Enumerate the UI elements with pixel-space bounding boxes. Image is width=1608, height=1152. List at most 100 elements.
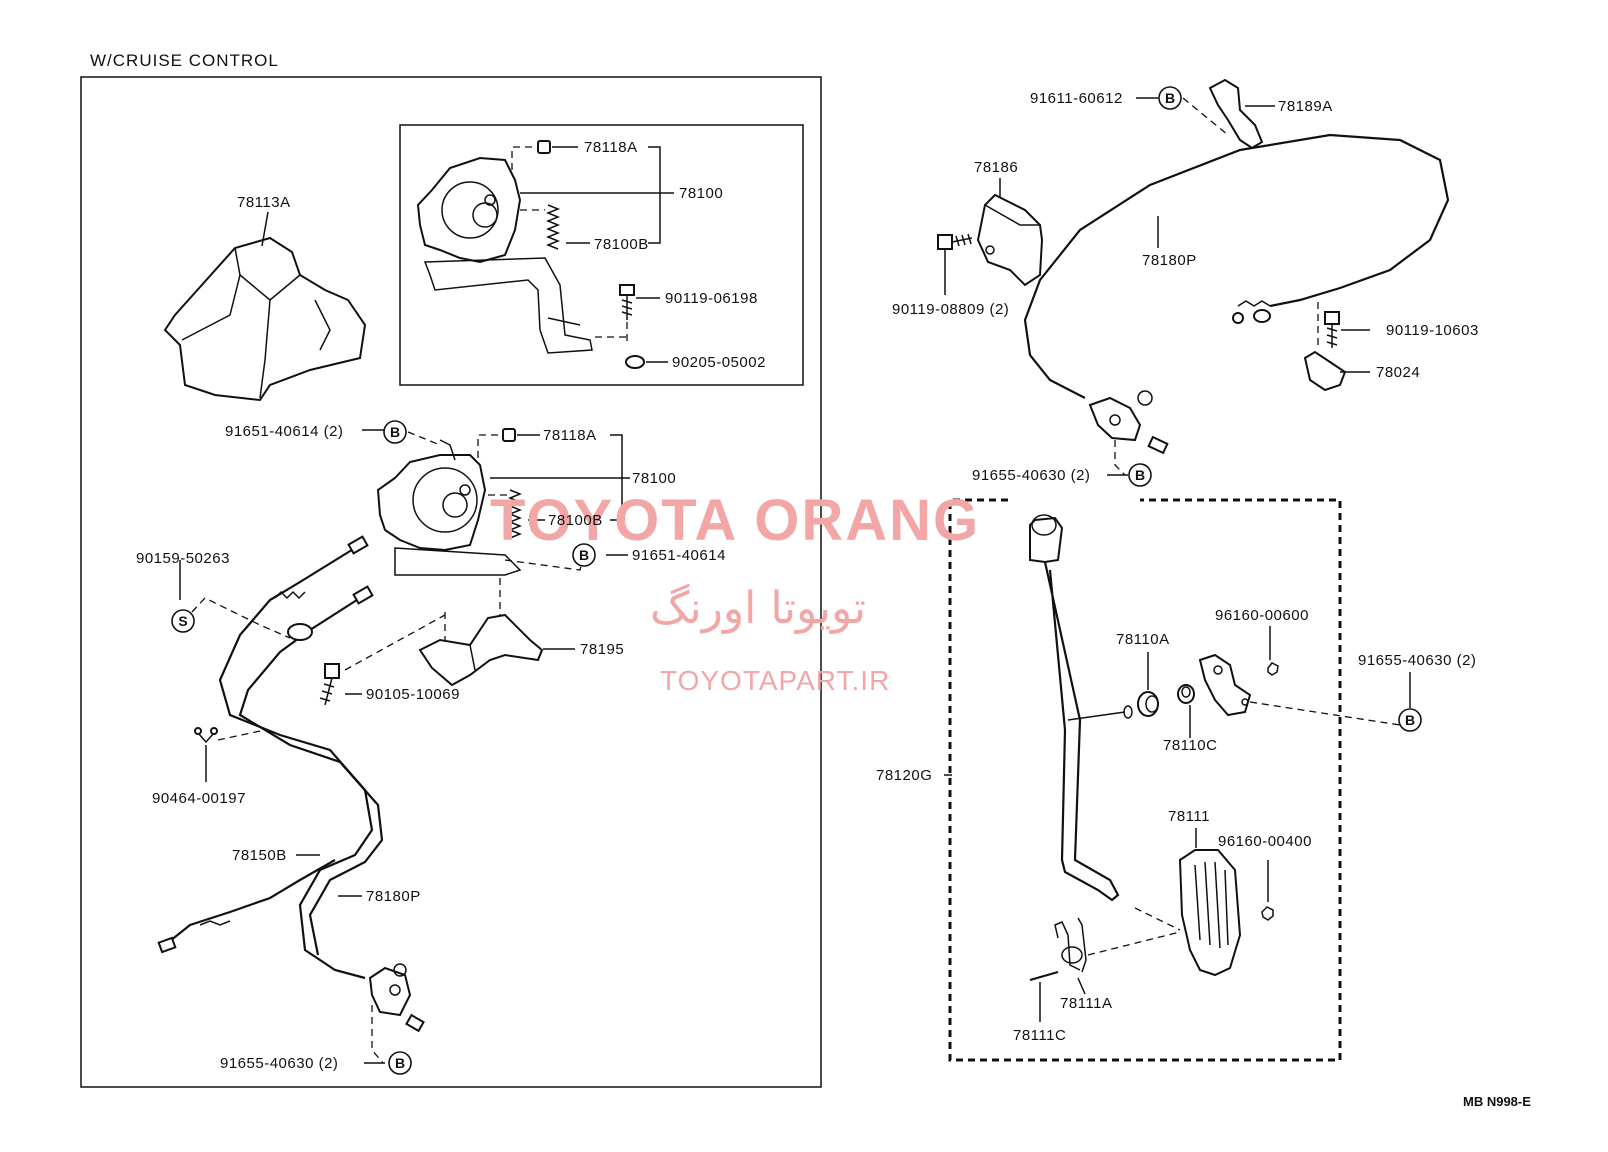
bushing-78110c-part [1177, 684, 1195, 704]
svg-text:S: S [178, 613, 187, 629]
label-78180p-left: 78180P [366, 888, 421, 905]
label-96160-00400: 96160-00400 [1218, 833, 1312, 850]
svg-text:B: B [1405, 712, 1415, 728]
bracket-78195-part [418, 613, 544, 687]
bracket-78189a-part [1208, 78, 1264, 150]
pin-78111c-part [1029, 970, 1059, 982]
label-78195: 78195 [580, 641, 624, 658]
label-91655-40630-right: 91655-40630 (2) [972, 467, 1090, 484]
b-symbol: B [388, 1051, 412, 1075]
label-91611-60612: 91611-60612 [1030, 90, 1123, 107]
inset-nut-part [625, 355, 645, 369]
label-90105-10069: 90105-10069 [366, 686, 460, 703]
bracket-78186-part [976, 193, 1044, 287]
label-90119-06198: 90119-06198 [665, 290, 758, 307]
label-78111c: 78111C [1013, 1027, 1066, 1044]
cruise-control-frame [80, 76, 822, 1088]
label-78118a: 78118A [543, 427, 597, 444]
label-78100b-inset: 78100B [594, 236, 649, 253]
b-91651-2-dash [407, 431, 441, 446]
b-symbol: B [1158, 86, 1182, 110]
label-78189a: 78189A [1278, 98, 1333, 115]
pedal-frame [948, 498, 1342, 1062]
label-91655-40630-pedal: 91655-40630 (2) [1358, 652, 1476, 669]
label-78110a: 78110A [1116, 631, 1170, 648]
bolt-90105-part [319, 663, 340, 706]
clip-dash [217, 729, 266, 741]
s-dash [191, 597, 291, 639]
clip-90464-part [194, 727, 218, 744]
clip-96160-00400-part [1261, 906, 1274, 921]
inset-bolt-part [619, 284, 635, 320]
label-78024: 78024 [1376, 364, 1420, 381]
b-91611-dash [1182, 97, 1229, 136]
svg-text:B: B [390, 424, 400, 440]
label-91655-40630-left: 91655-40630 (2) [220, 1055, 338, 1072]
diagram-title: W/CRUISE CONTROL [90, 51, 279, 70]
label-91651-40614-2: 91651-40614 (2) [225, 423, 343, 440]
label-78111a: 78111A [1060, 995, 1113, 1012]
clip-96160-00600-part [1267, 662, 1279, 676]
cables-left-part [157, 535, 384, 980]
right-end-dash [1114, 440, 1126, 476]
label-96160-00600: 96160-00600 [1215, 607, 1309, 624]
label-78100b: 78100B [548, 512, 603, 529]
label-78186: 78186 [974, 159, 1018, 176]
label-78118a-inset: 78118A [584, 139, 638, 156]
s-symbol: S [171, 609, 195, 633]
main-78118a-part [502, 428, 516, 442]
spring-78111a-dash [1087, 931, 1181, 956]
cable-end-right-part [1088, 390, 1169, 455]
label-90205-05002: 90205-05002 [672, 354, 766, 371]
b-symbol: B [1128, 463, 1152, 487]
watermark-brand: TOYOTA ORANG [490, 488, 980, 553]
leader-78113a [261, 211, 269, 247]
inset-spring-part [545, 204, 561, 250]
bolt-90119-10603-part [1324, 311, 1340, 348]
svg-text:B: B [1135, 467, 1145, 483]
label-78100-inset: 78100 [679, 185, 723, 202]
clip-78024-part [1303, 350, 1347, 392]
column-cover-part [163, 236, 367, 402]
label-78111: 78111 [1168, 808, 1210, 825]
leader-78111a [1077, 977, 1086, 995]
inset-frame [399, 124, 804, 386]
cable-end-left-part [368, 963, 425, 1033]
spring-78110a-part [1137, 691, 1159, 717]
diagram-code: MB N998-E [1463, 1094, 1531, 1109]
main-78118a-dash [477, 434, 498, 460]
inset-bracket [648, 146, 661, 244]
pedal-pad-dash [1134, 907, 1181, 931]
inset-actuator-part [416, 156, 593, 354]
cable-78180p-right-part [1023, 133, 1450, 399]
spring-78111a-part [1054, 917, 1087, 973]
label-90159-50263: 90159-50263 [136, 550, 230, 567]
watermark-url: TOYOTAPART.IR [660, 665, 890, 696]
main-actuator-part [376, 439, 522, 576]
inset-78118a-dash [511, 146, 532, 170]
label-78100: 78100 [632, 470, 676, 487]
svg-text:B: B [579, 547, 589, 563]
label-90119-08809: 90119-08809 (2) [892, 301, 1009, 318]
label-90119-10603: 90119-10603 [1386, 322, 1479, 339]
b-symbol: B [1398, 708, 1422, 732]
left-end-dash [371, 1005, 384, 1064]
label-78150b: 78150B [232, 847, 287, 864]
bolt-90119-08809-part [937, 233, 973, 250]
label-78110c: 78110C [1163, 737, 1217, 754]
b-91651-dash [504, 557, 584, 571]
svg-text:B: B [1165, 90, 1175, 106]
main-spring-part [507, 489, 523, 539]
pedal-arm-part [1029, 514, 1133, 902]
svg-text:B: B [395, 1055, 405, 1071]
label-78113a: 78113A [237, 194, 291, 211]
pedal-pad-part [1178, 849, 1242, 977]
bracket-pedal-part [1198, 653, 1252, 717]
label-91651-40614: 91651-40614 [632, 547, 726, 564]
label-78120g: 78120G [876, 767, 932, 784]
label-90464-00197: 90464-00197 [152, 790, 246, 807]
label-78180p-right: 78180P [1142, 252, 1197, 269]
b-symbol: B [572, 543, 596, 567]
watermark-persian: تویوتا اورنگ [650, 583, 866, 634]
